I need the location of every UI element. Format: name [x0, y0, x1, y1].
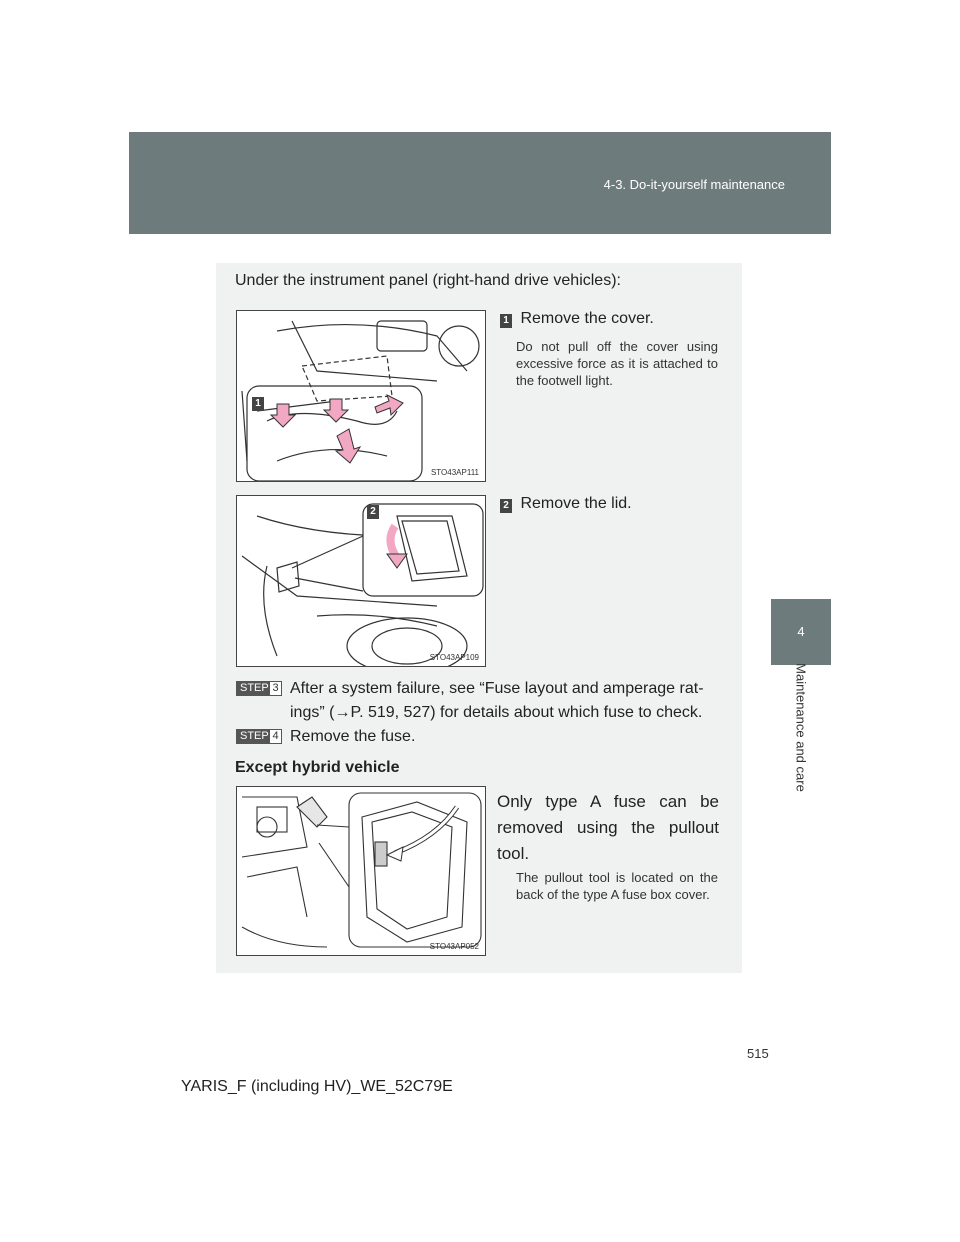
figure-code: STO43AP109 — [429, 653, 479, 662]
page-number: 515 — [747, 1046, 769, 1061]
except-description: Only type A fuse can be removed using th… — [497, 789, 719, 867]
step3-line2: ings” (→P. 519, 527) for details about w… — [290, 704, 703, 721]
document-footer: YARIS_F (including HV)_WE_52C79E — [181, 1078, 453, 1095]
figure-code: STO43AP052 — [429, 942, 479, 951]
step1-title: Remove the cover. — [520, 310, 654, 327]
step1-row: 1 Remove the cover. — [500, 310, 654, 328]
figure-pullout-tool: STO43AP052 — [236, 786, 486, 956]
dashboard-illustration — [241, 320, 480, 481]
callout-1: 1 — [252, 397, 264, 411]
intro-text: Under the instrument panel (right-hand d… — [235, 272, 621, 289]
chapter-tab: 4 — [771, 599, 831, 665]
except-note: The pullout tool is located on the back … — [516, 870, 718, 902]
except-line3: tool. — [497, 844, 530, 863]
chapter-title: Maintenance and care — [793, 663, 809, 792]
section-header: 4-3. Do-it-yourself maintenance — [129, 132, 831, 234]
fuse-box-lid-illustration — [241, 503, 484, 666]
callout-2: 2 — [367, 505, 379, 519]
figure-remove-cover: 1 STO43AP111 — [236, 310, 486, 482]
section-title: 4-3. Do-it-yourself maintenance — [603, 177, 785, 192]
step2-row: 2 Remove the lid. — [500, 495, 632, 513]
except-line1: Only type A fuse can be — [497, 792, 719, 811]
step1-badge: 1 — [500, 314, 512, 328]
figure-remove-lid: 2 STO43AP109 — [236, 495, 486, 667]
step4-text: Remove the fuse. — [290, 728, 416, 745]
except-line2: removed using the pullout — [497, 818, 719, 837]
figure-code: STO43AP111 — [430, 468, 479, 477]
step2-badge: 2 — [500, 499, 512, 513]
step1-note: Do not pull off the cover using excessiv… — [516, 339, 718, 388]
except-heading: Except hybrid vehicle — [235, 759, 400, 776]
engine-fuse-box-illustration — [241, 792, 482, 948]
chapter-number: 4 — [797, 624, 805, 639]
step3-line1: After a system failure, see “Fuse layout… — [290, 680, 704, 697]
step2-title: Remove the lid. — [520, 495, 632, 512]
